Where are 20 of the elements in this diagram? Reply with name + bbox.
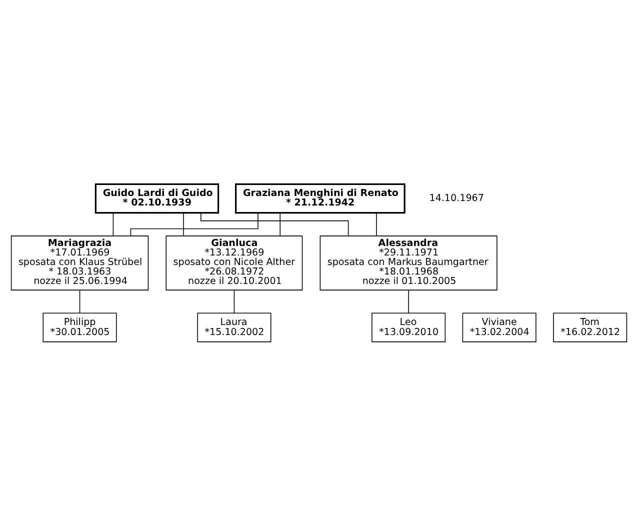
node-box: Gianluca *13.12.1969 sposato con Nicole Alther *26.08.1972 nozze il 20.10.2001 (166, 236, 303, 290)
connector (79, 290, 80, 314)
connector (112, 212, 114, 236)
connector (234, 290, 235, 314)
connector (280, 212, 281, 236)
node-box: Graziana Menghini di Renato * 21.12.1942 (235, 183, 406, 214)
node-box: Leo *13.09.2010 (372, 312, 446, 342)
connector (376, 212, 377, 236)
node-box: Viviane *13.02.2004 (462, 312, 536, 342)
connector (200, 212, 349, 236)
node-box: Mariagrazia *17.01.1969 sposata con Klaus Strübel * 18.03.1963 nozze il 25.06.1994 (10, 236, 149, 290)
connector (130, 212, 258, 236)
node-box: Alessandra *29.11.1971 sposata con Markus Baumgartner *18.01.1968 nozze il 01.10.2005 (320, 236, 498, 290)
node-box: Philipp *30.01.2005 (42, 312, 117, 342)
node-box: Tom *16.02.2012 (553, 312, 628, 342)
label: 14.10.1967 (429, 192, 484, 204)
connector (183, 212, 184, 236)
node-box: Guido Lardi di Guido * 02.10.1939 (94, 183, 220, 214)
node-box: Laura *15.10.2002 (197, 312, 272, 342)
connector (408, 290, 409, 314)
